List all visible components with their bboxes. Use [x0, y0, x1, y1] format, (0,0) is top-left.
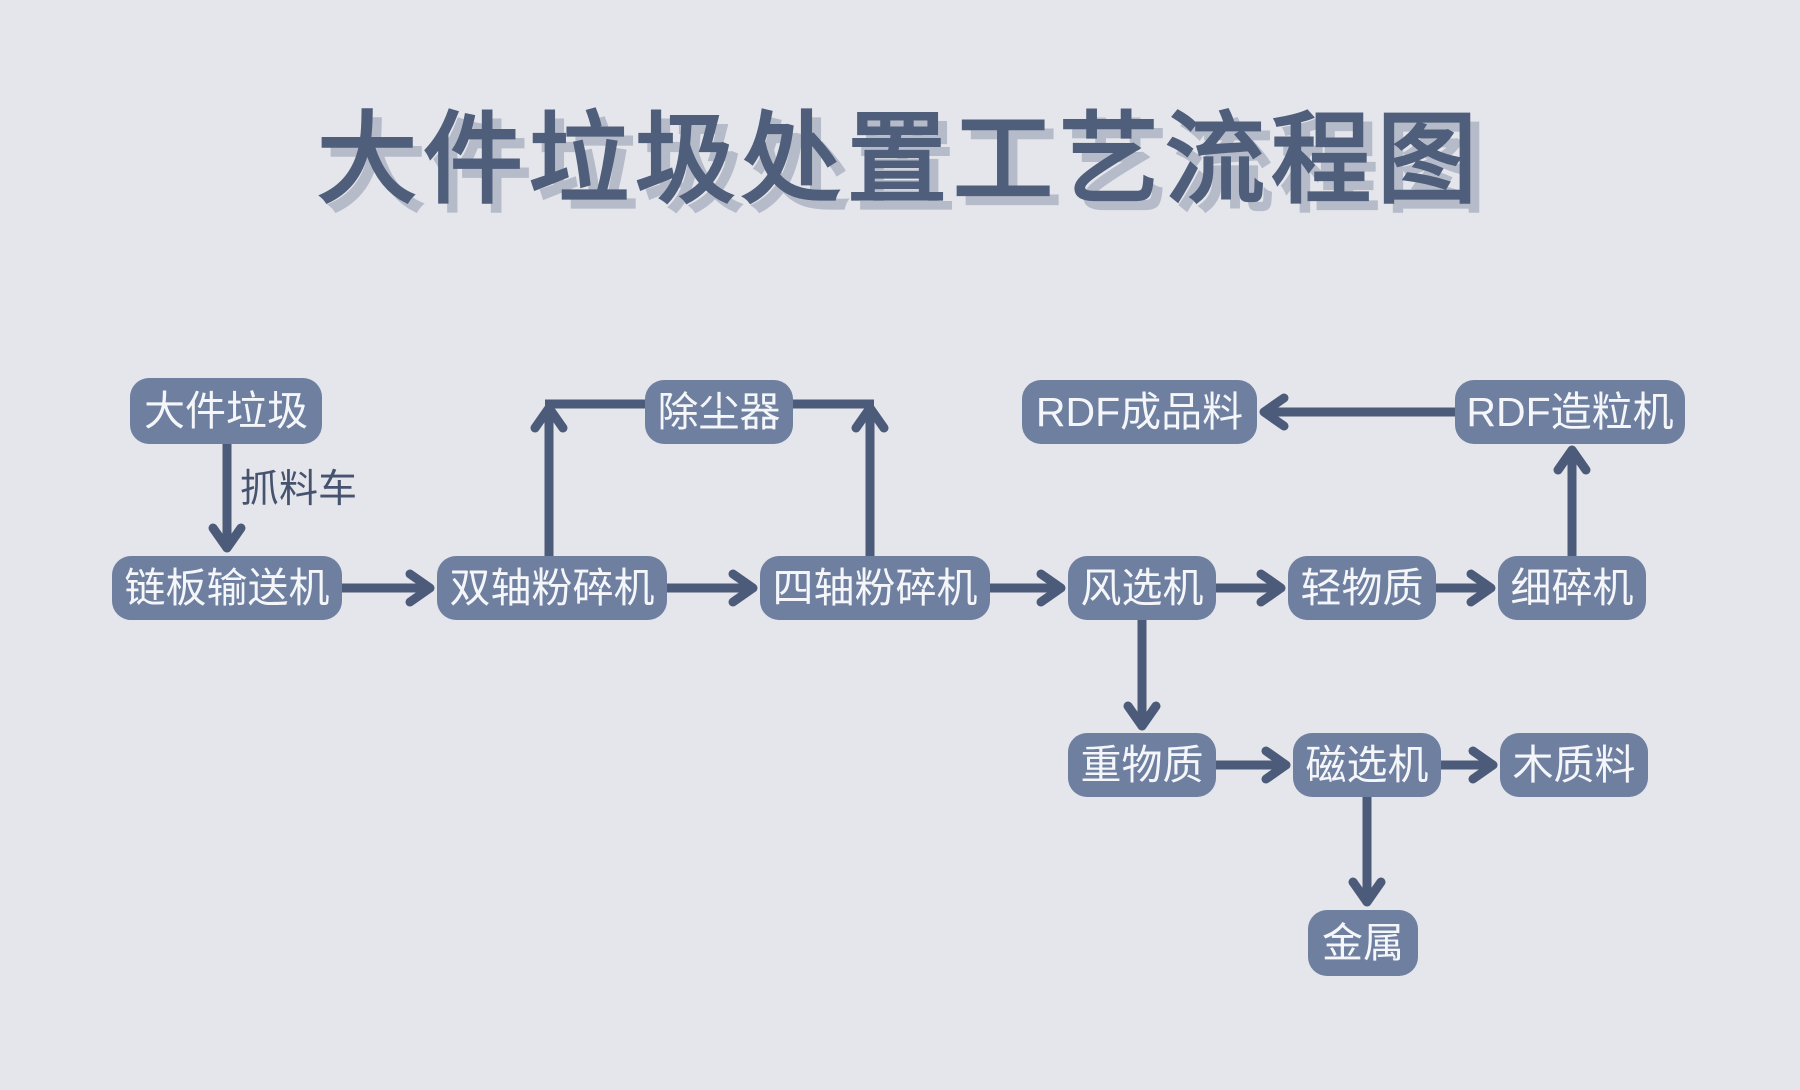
node-rdf-finished-product: RDF成品料 [1022, 380, 1257, 444]
node-double-shaft-shredder: 双轴粉碎机 [437, 556, 667, 620]
page-title: 大件垃圾处置工艺流程图 [317, 104, 1483, 216]
node-chain-plate-conveyor: 链板输送机 [112, 556, 342, 620]
node-light-material: 轻物质 [1288, 556, 1436, 620]
node-magnetic-separator: 磁选机 [1293, 733, 1441, 797]
node-metal: 金属 [1308, 910, 1418, 976]
node-heavy-material: 重物质 [1068, 733, 1216, 797]
node-wood-material: 木质料 [1500, 733, 1648, 797]
node-bulky-waste: 大件垃圾 [130, 378, 322, 444]
node-air-separator: 风选机 [1068, 556, 1216, 620]
node-dust-collector: 除尘器 [645, 380, 793, 444]
edge-label-grab-truck: 抓料车 [240, 468, 358, 511]
node-fine-shredder: 细碎机 [1498, 556, 1646, 620]
node-four-shaft-shredder: 四轴粉碎机 [760, 556, 990, 620]
node-rdf-granulator: RDF造粒机 [1455, 380, 1685, 444]
